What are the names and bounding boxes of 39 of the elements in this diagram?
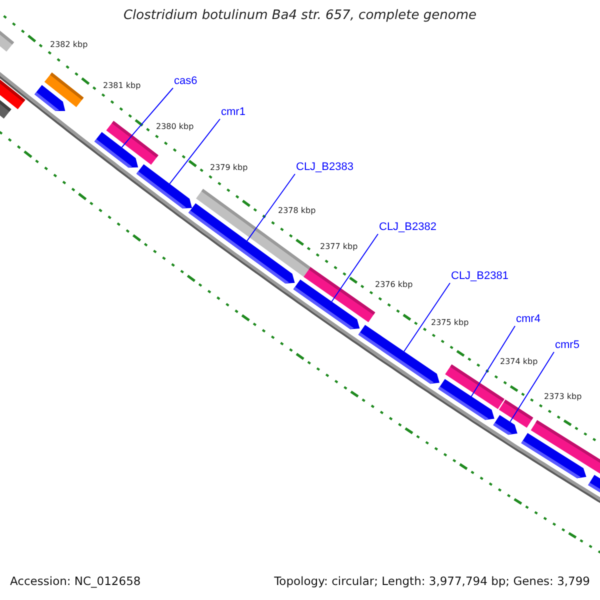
gene-bar (438, 379, 494, 420)
scale-label: 2377 kbp (320, 242, 358, 252)
gene-label: cas6 (173, 75, 198, 88)
gene-label: cmr4 (515, 313, 542, 326)
leader-line (510, 352, 554, 422)
leader-line (121, 88, 174, 148)
scale-label: 2373 kbp (544, 392, 582, 402)
leader-line (246, 174, 296, 242)
gene-bar (136, 164, 192, 208)
gene-bar (34, 85, 66, 111)
leader-line (470, 326, 516, 397)
scale-label: 2380 kbp (156, 122, 194, 132)
scale-label: 2374 kbp (500, 357, 538, 367)
gene-label: CLJ_B2381 (450, 270, 510, 283)
scale-label: 2376 kbp (375, 280, 413, 290)
scale-label: 2382 kbp (50, 40, 88, 50)
gene-bar (588, 474, 600, 492)
leader-line (169, 118, 220, 184)
gene-label: CLJ_B2383 (295, 161, 354, 174)
gene-bar (358, 324, 440, 384)
gene-bar (0, 100, 12, 119)
gene-bar (493, 415, 518, 435)
gene-bar (106, 120, 158, 165)
gene-label: CLJ_B2382 (378, 221, 438, 234)
scale-label: 2379 kbp (210, 163, 248, 173)
map-title: Clostridium botulinum Ba4 str. 657, complete genome (122, 8, 478, 24)
scale-label: 2381 kbp (103, 81, 141, 91)
gene-label: cmr1 (220, 106, 246, 119)
gene-bar (0, 30, 14, 52)
footer-text: Topology: circular; Length: 3,977,794 bp; Genes: 3,799 (274, 574, 590, 588)
scale-label: 2375 kbp (431, 318, 469, 328)
leader-line (403, 282, 450, 352)
scale-label: 2378 kbp (278, 206, 316, 216)
gene-bar (530, 420, 600, 474)
gene-label: cmr5 (554, 339, 580, 352)
footer-text: Accession: NC_012658 (10, 574, 141, 588)
gene-bar (304, 267, 376, 322)
leader-line (331, 234, 378, 302)
gene-bar (0, 80, 26, 110)
